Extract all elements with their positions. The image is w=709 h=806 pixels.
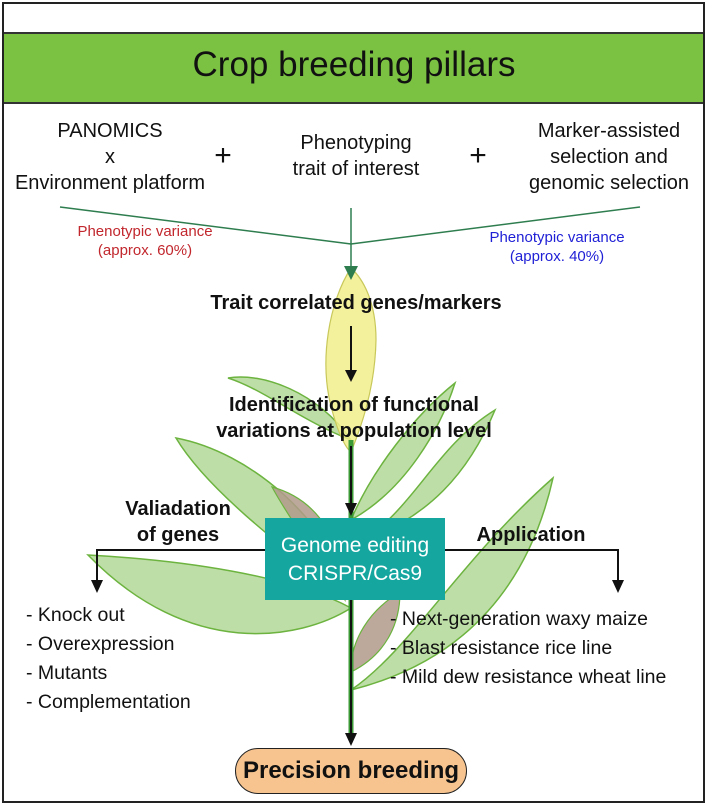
leaf-right-middle [349,380,457,522]
variance-right-line1: Phenotypic variance [489,229,625,246]
precision-breeding-pill [235,748,467,794]
phenotyping-block: Phenotyping trait of interest [293,130,420,182]
mas-line1: Marker-assisted [537,120,681,142]
leaf-upper-left [227,376,354,442]
plus-sign-left: + [214,139,232,172]
genome-editing-line1: Genome editing [280,534,430,557]
list-item: - Overexpression [26,633,175,655]
phenotyping-line2: trait of interest [292,158,420,180]
plus-sign-right: + [469,139,487,172]
variance-left: Phenotypic variance (approx. 60%) [77,222,212,260]
precision-breeding-label: Precision breeding [242,757,460,784]
variance-right: Phenotypic variance (approx. 40%) [489,228,624,266]
branch-left-head [91,580,103,593]
validation-line2: of genes [136,524,220,546]
arrow-3-head [345,733,357,746]
panomics-line1: PANOMICS [57,120,163,142]
panomics-line2: x [104,146,115,168]
application-list: - Next-generation waxy maize - Blast res… [390,605,666,692]
trait-genes-label: Trait correlated genes/markers [210,292,502,314]
list-item: - Mutants [26,662,108,684]
panomics-block: PANOMICS x Environment platform [15,118,205,196]
arrow-1-head [345,370,357,382]
list-item: - Complementation [26,691,191,713]
connector-left [59,206,352,245]
validation-list: - Knock out - Overexpression - Mutants -… [26,601,191,717]
branch-right [445,549,619,582]
variance-left-line1: Phenotypic variance [77,223,213,240]
list-item: - Blast resistance rice line [390,637,613,659]
leaf-right-large [350,475,555,691]
application-label: Application [476,524,586,546]
identification-line1: Identification of functional [229,394,479,416]
phenotyping-line1: Phenotyping [300,132,412,154]
leaf-right-upper [350,408,497,546]
branch-right-head [612,580,624,593]
mas-line3: genomic selection [528,172,690,194]
genome-editing-line2: CRISPR/Cas9 [287,562,423,585]
genome-editing-box [265,518,445,600]
validation-label: Valiadation of genes [125,496,231,548]
validation-line1: Valiadation [125,498,231,520]
panomics-line3: Environment platform [14,172,206,194]
connector-right [350,206,641,245]
list-item: - Mild dew resistance wheat line [390,666,667,688]
identification-line2: variations at population level [216,420,492,442]
mas-block: Marker-assisted selection and genomic se… [529,118,689,196]
genome-editing-text: Genome editing CRISPR/Cas9 [281,532,429,588]
arrowhead-green [344,266,358,280]
title-band [4,32,703,104]
diagram-title: Crop breeding pillars [192,45,516,84]
variance-right-line2: (approx. 40%) [509,248,605,265]
mas-line2: selection and [550,146,668,168]
list-item: - Knock out [26,604,125,626]
identification-label: Identification of functional variations … [216,392,492,444]
list-item: - Next-generation waxy maize [390,608,648,630]
arrow-2-head [345,503,357,516]
variance-left-line2: (approx. 60%) [97,242,193,259]
branch-left [96,549,265,582]
